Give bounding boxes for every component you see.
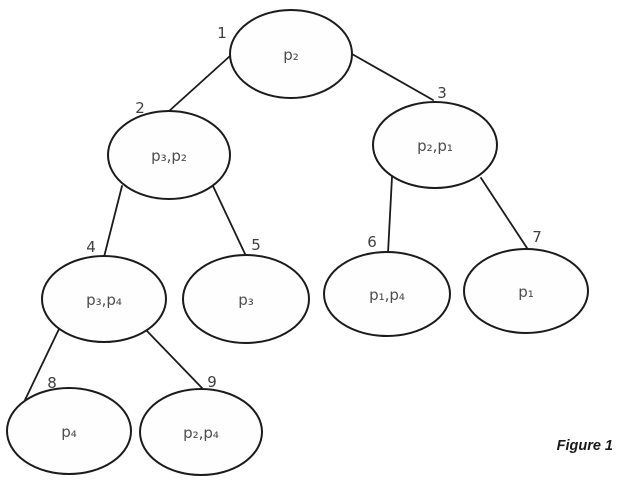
tree-node-1: 1 p₂	[217, 9, 353, 99]
node-2-ellipse	[107, 110, 231, 200]
node-6-label: p₁,p₄	[369, 286, 405, 304]
node-3-number: 3	[437, 84, 447, 102]
node-3-ellipse	[372, 101, 498, 189]
tree-node-7: 7 p₁	[463, 228, 589, 334]
edge-4-8	[24, 328, 60, 401]
node-5-label: p₃	[238, 291, 254, 309]
node-4-ellipse	[41, 255, 167, 343]
tree-node-2: 2 p₃,p₂	[107, 99, 231, 200]
node-1-number: 1	[217, 24, 227, 42]
figure-caption: Figure 1	[557, 438, 613, 454]
edge-4-9	[146, 330, 203, 389]
edge-1-2	[167, 55, 231, 113]
node-4-number: 4	[86, 238, 96, 256]
node-8-number: 8	[47, 374, 57, 392]
tree-node-9: 9 p₂,p₄	[139, 373, 263, 476]
edge-2-4	[103, 185, 123, 258]
node-2-number: 2	[135, 99, 145, 117]
node-8-ellipse	[6, 387, 132, 475]
node-7-ellipse	[463, 248, 589, 334]
node-4-label: p₃,p₄	[86, 291, 122, 309]
node-6-ellipse	[323, 251, 451, 337]
node-6-number: 6	[367, 233, 377, 251]
node-7-label: p₁	[518, 283, 534, 301]
node-5-ellipse	[182, 254, 310, 344]
edge-1-3	[351, 53, 434, 101]
edge-3-6	[387, 176, 393, 254]
node-9-label: p₂,p₄	[183, 424, 219, 442]
tree-node-8: 8 p₄	[6, 374, 132, 475]
tree-node-3: 3 p₂,p₁	[372, 84, 498, 189]
node-9-ellipse	[139, 388, 263, 476]
node-9-number: 9	[207, 373, 217, 391]
node-8-label: p₄	[61, 423, 77, 441]
node-2-label: p₃,p₂	[151, 147, 187, 165]
node-7-number: 7	[532, 228, 542, 246]
node-1-ellipse	[229, 9, 353, 99]
node-3-label: p₂,p₁	[417, 137, 453, 155]
tree-edges	[24, 53, 528, 401]
node-5-number: 5	[251, 236, 261, 254]
tree-node-4: 4 p₃,p₄	[41, 238, 167, 343]
edge-2-5	[212, 185, 247, 257]
node-1-label: p₂	[283, 46, 299, 64]
edge-3-7	[480, 177, 528, 249]
tree-node-5: 5 p₃	[182, 236, 310, 344]
tree-nodes: 1 p₂ 2 p₃,p₂ 3 p₂,p₁ 4 p₃,p₄ 5 p	[6, 9, 589, 476]
tree-node-6: 6 p₁,p₄	[323, 233, 451, 337]
